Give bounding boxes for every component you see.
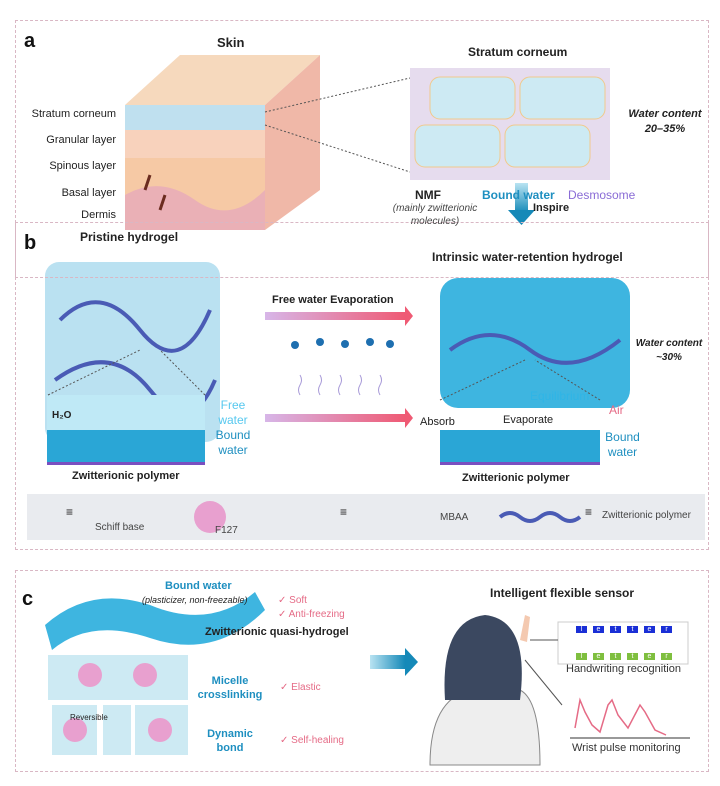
pulse-waveform	[574, 697, 667, 736]
panel-a-frame	[15, 20, 709, 278]
quasi-hydrogel-sheet	[45, 592, 265, 650]
letter-box: e	[644, 626, 655, 633]
stratum-corneum-title: Stratum corneum	[468, 45, 568, 59]
absorb-label: Absorb	[420, 416, 455, 428]
soft-property: ✓ Soft	[278, 595, 307, 606]
inspire-arrow	[515, 183, 528, 213]
evaporate-label: Evaporate	[503, 414, 554, 426]
water-content-value: 20–35%	[644, 123, 686, 135]
bound-water-label: Bound	[605, 430, 640, 444]
quasi-hydrogel-label: Zwitterionic quasi-hydrogel	[205, 626, 349, 638]
reversible-label: Reversible	[70, 713, 108, 722]
letter-box: t	[610, 626, 621, 633]
water-content-label: Water content	[628, 108, 702, 120]
intrinsic-hydrogel-title: Intrinsic water-retention hydrogel	[432, 250, 623, 264]
letter-box: r	[661, 626, 672, 633]
transition-arrow	[265, 414, 405, 422]
sensor-title: Intelligent flexible sensor	[490, 586, 635, 600]
evaporation-arrow	[265, 312, 405, 320]
layer-label: Basal layer	[61, 187, 116, 199]
self-healing-property: ✓ Self-healing	[280, 735, 344, 746]
dynamic-bond-label: bond	[216, 742, 244, 754]
evaporating-water-molecules	[291, 338, 394, 396]
mbaa-label: MBAA	[440, 512, 469, 523]
bound-water-label: Bound water	[482, 188, 555, 202]
h2o-label: H₂O	[52, 410, 72, 421]
inspire-label: Inspire	[533, 202, 570, 214]
letter-box: r	[661, 653, 672, 660]
equilibrium-label: Equilibrium	[530, 389, 590, 403]
evaporation-label: Free water Evaporation	[272, 294, 394, 306]
elastic-property: ✓ Elastic	[280, 682, 321, 693]
legend-equiv: ≡	[66, 505, 74, 519]
panel-label-a: a	[24, 30, 36, 52]
skin-title: Skin	[217, 35, 245, 50]
zwitterionic-polymer-label-left: Zwitterionic polymer	[72, 470, 180, 482]
bound-water-note: (plasticizer, non-freezable)	[142, 595, 248, 605]
person-illustration	[429, 615, 541, 766]
layer-label: Dermis	[81, 209, 116, 221]
legend-equiv: ≡	[340, 505, 348, 519]
dynamic-bond-label: Dynamic	[207, 728, 253, 740]
f127-micelle	[194, 501, 226, 533]
letter-box: l	[576, 626, 587, 633]
micelle-label: Micelle	[211, 675, 249, 687]
recognized-letter-boxes: l e t t e r	[576, 653, 672, 660]
free-water-label: Free	[220, 398, 246, 412]
bound-water-label: Bound	[215, 428, 251, 442]
skin-illustration	[125, 55, 320, 230]
anti-freezing-property: ✓ Anti-freezing	[278, 609, 345, 620]
legend-equiv: ≡	[585, 505, 593, 519]
water-content-value: ~30%	[656, 352, 682, 363]
legend-bar	[27, 494, 705, 540]
letter-boxes: l e t t e r	[576, 626, 672, 633]
nmf-note: molecules)	[410, 216, 460, 227]
pristine-hydrogel-title: Pristine hydrogel	[80, 230, 179, 244]
letter-box: t	[610, 653, 621, 660]
water-retention-hydrogel-block	[440, 278, 630, 408]
handwriting-label: Handwriting recognition	[566, 663, 681, 675]
letter-box: t	[627, 626, 638, 633]
letter-box: e	[593, 653, 604, 660]
panel-label-b: b	[24, 232, 37, 254]
letter-box: t	[627, 653, 638, 660]
right-water-layer	[440, 430, 600, 465]
water-content-label: Water content	[635, 338, 703, 349]
zwitterionic-polymer-label-right: Zwitterionic polymer	[462, 472, 570, 484]
schiff-base-label: Schiff base	[95, 522, 145, 533]
micelle-inset	[48, 655, 188, 755]
pulse-label: Wrist pulse monitoring	[572, 742, 681, 754]
letter-box: e	[644, 653, 655, 660]
bound-water-label: water	[607, 445, 638, 459]
micelle-label: crosslinking	[197, 689, 263, 701]
free-water-label: water	[218, 413, 248, 427]
letter-box: l	[576, 653, 587, 660]
bound-water-label: Bound water	[165, 580, 232, 592]
letter-box: e	[593, 626, 604, 633]
air-label: Air	[609, 403, 624, 417]
f127-label: F127	[215, 525, 238, 536]
panel-c-frame	[15, 570, 709, 772]
nmf-label: NMF	[415, 188, 441, 202]
zwitterionic-polymer-legend: Zwitterionic polymer	[602, 510, 691, 521]
panel-label-c: c	[22, 588, 34, 610]
desmosome-label: Desmosome	[568, 188, 636, 202]
layer-label: Spinous layer	[49, 160, 116, 172]
nmf-note: (mainly zwitterionic	[392, 203, 478, 214]
left-water-layer	[47, 395, 205, 465]
layer-label: Stratum corneum	[31, 108, 116, 120]
bound-water-label: water	[218, 443, 248, 457]
stratum-corneum-illustration	[410, 68, 610, 180]
layer-label: Granular layer	[46, 134, 116, 146]
panel-b-frame	[15, 222, 709, 550]
sensor-arrow	[370, 655, 405, 669]
